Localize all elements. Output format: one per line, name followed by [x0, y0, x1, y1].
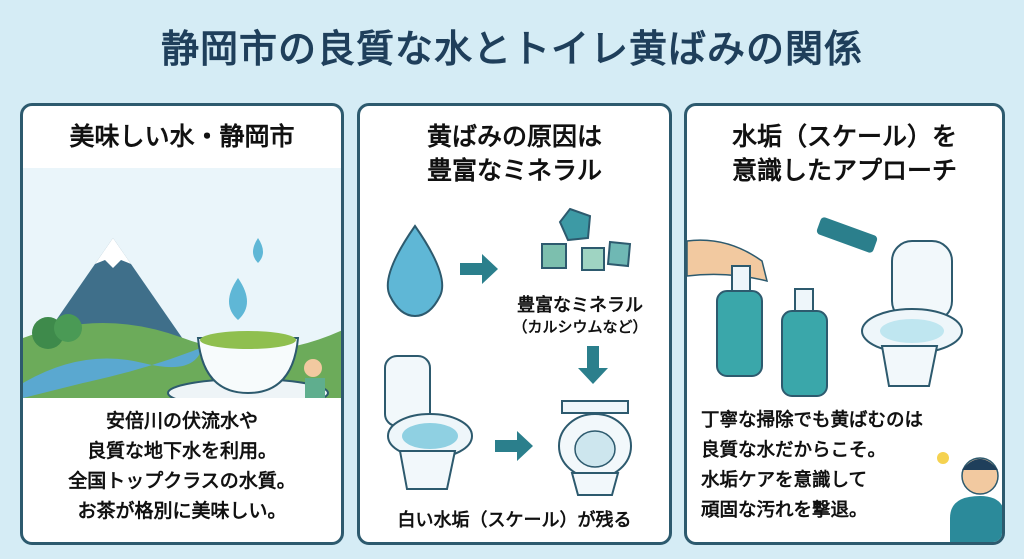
arrow-down-icon [578, 346, 608, 384]
mountain-tea-illustration [23, 168, 341, 398]
page-title: 静岡市の良質な水とトイレ黄ばみの関係 [160, 27, 863, 71]
panel-mineral-cause: 黄ばみの原因は豊富なミネラル 豊富なミネラル （カルシウムなど） 白い水垢（スケ… [357, 103, 672, 545]
mineral-sublabel: （カルシウムなど） [512, 318, 648, 336]
scale-caption: 白い水垢（スケール）が残る [397, 510, 632, 531]
person-pointing-icon [937, 452, 1002, 542]
scaled-toilet-icon [558, 400, 632, 496]
panel-scale-approach: 水垢（スケール）を意識したアプローチ 丁寧な掃除でも黄ばむのは良質な水だからこそ… [684, 103, 1005, 545]
panel-title: 黄ばみの原因は豊富なミネラル [426, 122, 602, 185]
toilet-icon [384, 355, 473, 490]
panel-shizuoka-water: 美味しい水・静岡市 安倍川の伏流水や良質な地下水を利用。全国トップクラスの水質。… [20, 103, 344, 545]
water-drop-icon [386, 224, 444, 318]
cleaning-supplies-illustration [687, 217, 963, 397]
panel-description: 安倍川の伏流水や良質な地下水を利用。全国トップクラスの水質。お茶が格別に美味しい… [68, 410, 296, 522]
panel-title: 水垢（スケール）を意識したアプローチ [731, 122, 957, 185]
mineral-label: 豊富なミネラル [517, 295, 643, 316]
panel-title: 美味しい水・静岡市 [69, 122, 295, 151]
arrow-right-icon [460, 254, 498, 284]
panel-description: 丁寧な掃除でも黄ばむのは良質な水だからこそ。水垢ケアを意識して頑固な汚れを撃退。 [701, 410, 924, 521]
mineral-crystals-icon [541, 207, 632, 271]
arrow-right-icon [495, 431, 533, 461]
